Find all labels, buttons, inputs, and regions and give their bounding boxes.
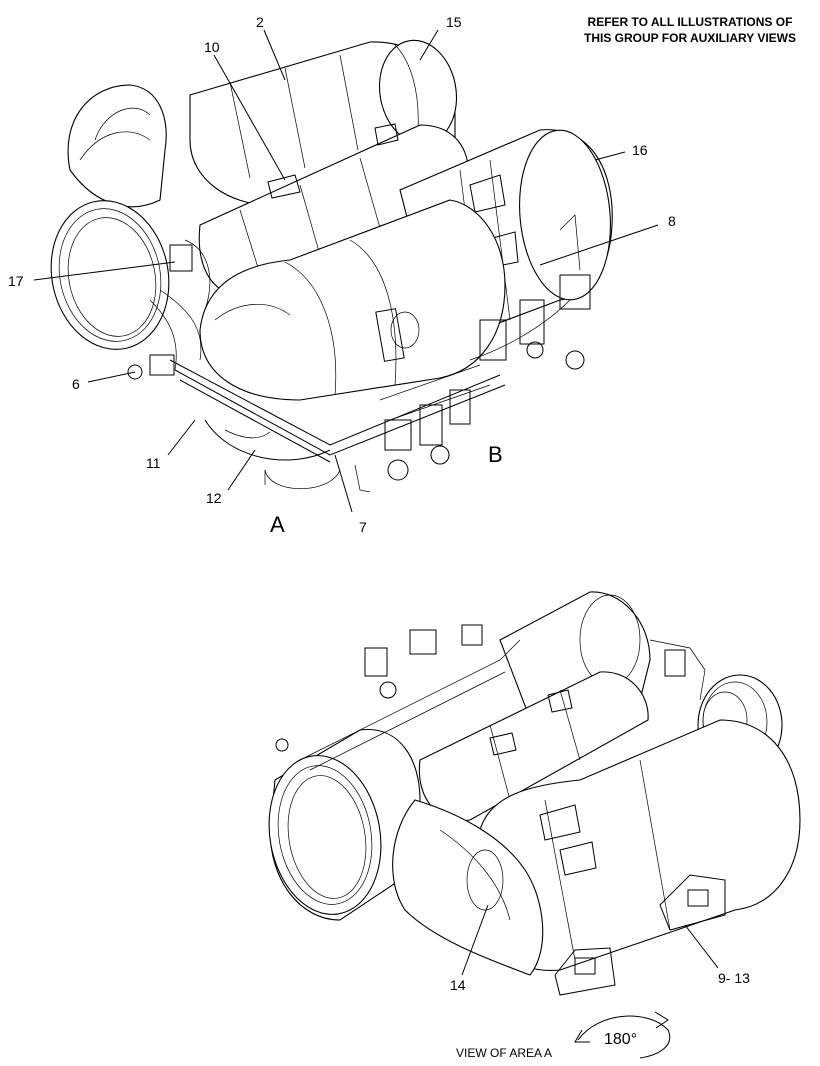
leader-lines-main: [33, 29, 659, 513]
callout-11: 11: [146, 455, 161, 471]
callout-6: 6: [72, 376, 80, 392]
note-line-2: THIS GROUP FOR AUXILIARY VIEWS: [583, 31, 797, 45]
mounting-frame: [169, 359, 506, 489]
exhaust-elbow-left: [67, 84, 167, 208]
harness-and-fittings: [127, 214, 591, 493]
area-a-view: 14 9- 13: [268, 591, 801, 996]
rotation-180-icon: [574, 1011, 671, 1059]
area-label-a: A: [270, 512, 285, 537]
middle-tube-area-a: [418, 671, 649, 822]
harness-area-a: [275, 624, 706, 771]
main-assembly-view: 2 15 10 16 8 17 6 11 12 7 B A: [8, 14, 676, 537]
callout-14: 14: [450, 977, 466, 993]
ring-flange-area-a: [268, 729, 421, 921]
callout-2: 2: [256, 14, 264, 30]
leader-9-13: [684, 924, 719, 969]
leader-14: [461, 904, 489, 976]
callout-15: 15: [446, 14, 462, 30]
inlet-ring-flange: [50, 200, 170, 350]
view-caption: VIEW OF AREA A: [456, 1046, 552, 1060]
callout-7: 7: [359, 519, 367, 535]
callout-8: 8: [668, 213, 676, 229]
elbow-duct-area-a: [392, 799, 544, 976]
area-label-b: B: [488, 442, 503, 467]
front-canister: [199, 199, 506, 401]
auxiliary-views-note: REFER TO ALL ILLUSTRATIONS OF THIS GROUP…: [540, 14, 820, 46]
callout-9-13: 9- 13: [718, 970, 750, 986]
note-line-1: REFER TO ALL ILLUSTRATIONS OF: [587, 15, 793, 29]
callout-10: 10: [204, 39, 220, 55]
callout-16: 16: [632, 142, 648, 158]
callout-17: 17: [8, 273, 24, 289]
mount-feet-area-a: [554, 874, 726, 996]
rotation-label: 180°: [604, 1031, 637, 1048]
callout-12: 12: [206, 490, 222, 506]
